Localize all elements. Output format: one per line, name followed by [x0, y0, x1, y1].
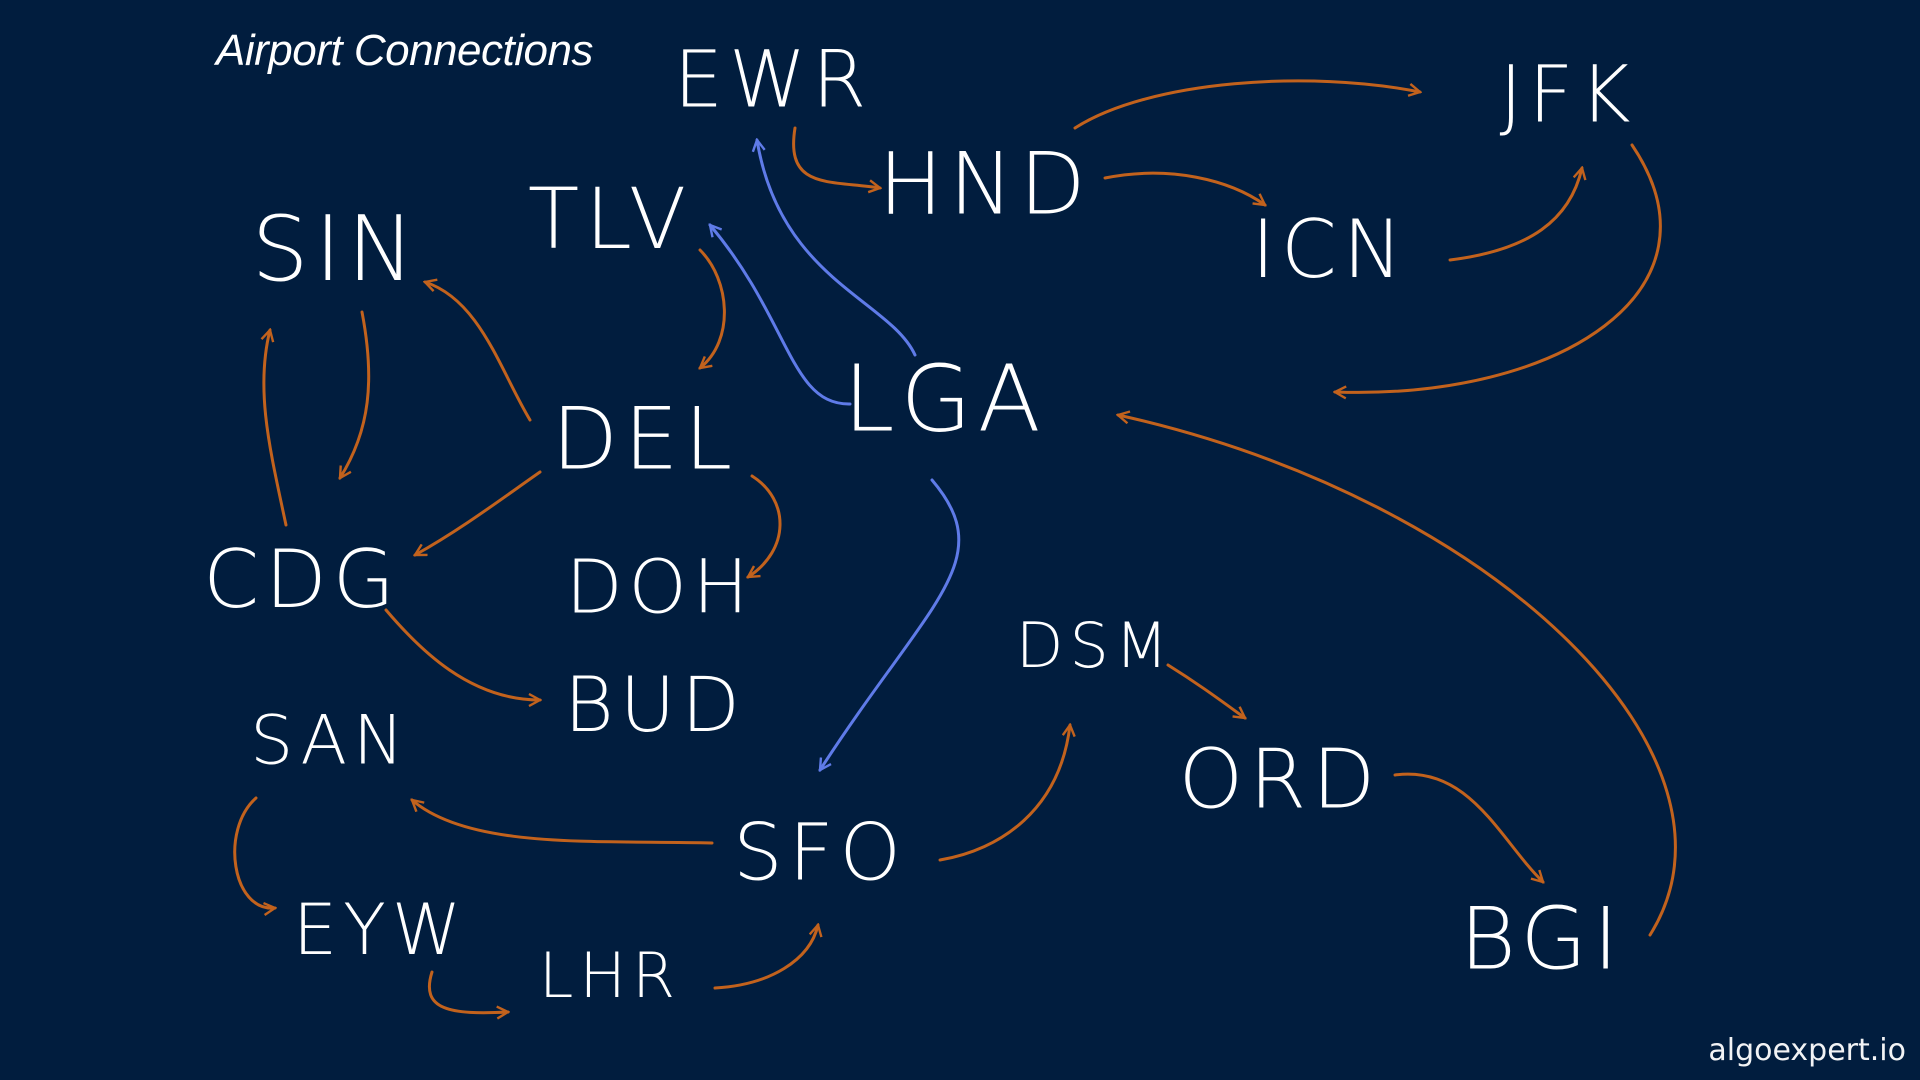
connection-hnd-to-jfk [1073, 79, 1420, 130]
connection-dsm-to-ord [1166, 663, 1245, 720]
diagram-title: Airport Connections [216, 26, 593, 75]
connection-edges [233, 79, 1677, 1013]
connection-sfo-to-dsm [938, 725, 1070, 862]
airport-node-sin: SIN [252, 197, 421, 302]
airport-node-lhr: LHR [539, 939, 681, 1012]
connection-lhr-to-sfo [713, 925, 818, 990]
airport-node-hnd: HND [878, 135, 1091, 235]
connection-cdg-to-bud [384, 608, 540, 700]
airport-node-cdg: CDG [203, 533, 400, 626]
connection-eyw-to-lhr [427, 970, 508, 1013]
connection-jfk-to-lga [1335, 143, 1662, 392]
airport-node-jfk: JFK [1499, 51, 1636, 141]
connection-ord-to-bgi [1393, 772, 1543, 882]
airport-node-tlv: TLV [528, 170, 692, 268]
connection-san-to-eyw [233, 796, 275, 908]
connection-cdg-to-sin [264, 330, 288, 527]
connection-icn-to-jfk [1448, 168, 1582, 262]
watermark: algoexpert.io [1708, 1033, 1906, 1068]
connection-del-to-cdg [415, 470, 542, 557]
connection-lga-to-sfo [818, 478, 961, 770]
airport-node-bud: BUD [564, 660, 746, 749]
airport-node-lga: LGA [843, 346, 1046, 453]
connection-lga-to-ewr [757, 140, 917, 357]
connection-ewr-to-hnd [792, 126, 880, 188]
airport-node-del: DEL [552, 390, 738, 490]
airport-node-sfo: SFO [733, 809, 907, 899]
airport-node-dsm: DSM [1016, 609, 1175, 682]
airport-node-san: SAN [250, 702, 410, 781]
connection-lga-to-tlv [710, 225, 852, 406]
connection-sfo-to-san [412, 800, 714, 845]
connection-tlv-to-del [700, 248, 726, 368]
connection-del-to-sin [425, 282, 532, 422]
airport-node-ewr: EWR [674, 36, 873, 126]
airport-node-ord: ORD [1179, 733, 1382, 828]
airport-node-icn: ICN [1251, 203, 1408, 296]
connection-sin-to-cdg [338, 310, 371, 478]
airport-node-bgi: BGI [1460, 890, 1625, 990]
connection-bgi-to-lga [1118, 415, 1677, 937]
airport-node-eyw: EYW [293, 889, 467, 971]
connection-del-to-doh [748, 474, 782, 579]
connection-hnd-to-icn [1103, 171, 1265, 207]
airport-node-doh: DOH [566, 545, 755, 631]
